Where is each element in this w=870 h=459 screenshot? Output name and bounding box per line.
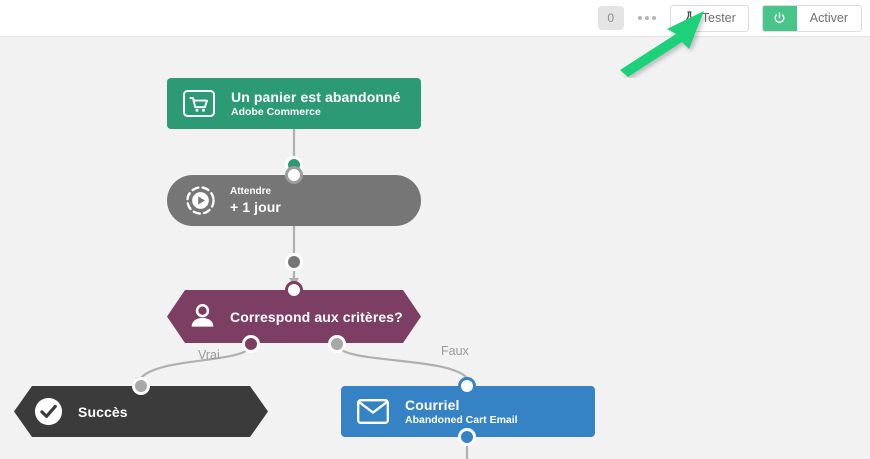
node-email-title: Courriel bbox=[405, 397, 460, 413]
power-icon[interactable] bbox=[762, 5, 797, 31]
ellipsis-icon[interactable] bbox=[634, 6, 660, 30]
toolbar: 0 Tester Activer bbox=[0, 0, 870, 37]
envelope-icon bbox=[357, 399, 389, 424]
count-badge: 0 bbox=[597, 6, 624, 30]
node-condition-title: Correspond aux critères? bbox=[230, 308, 403, 325]
node-email-subtitle: Abandoned Cart Email bbox=[405, 414, 518, 426]
node-success-title: Succès bbox=[78, 403, 128, 420]
activate-button-label: Activer bbox=[809, 11, 848, 25]
port-email-out[interactable] bbox=[458, 428, 476, 446]
clock-play-icon bbox=[185, 185, 216, 216]
node-success-text: Succès bbox=[78, 404, 128, 420]
node-email-text: Courriel Abandoned Cart Email bbox=[405, 397, 518, 426]
branch-label-true: Vrai bbox=[198, 348, 220, 362]
node-trigger-subtitle: Adobe Commerce bbox=[231, 106, 321, 118]
activate-button[interactable]: Activer bbox=[797, 6, 861, 31]
branch-label-false: Faux bbox=[441, 344, 469, 358]
node-wait-title: + 1 jour bbox=[230, 199, 281, 215]
shopping-cart-screen-icon bbox=[183, 90, 215, 117]
node-trigger[interactable]: Un panier est abandonné Adobe Commerce bbox=[167, 78, 421, 129]
test-button-label: Tester bbox=[701, 11, 736, 25]
port-condition-out-true[interactable] bbox=[242, 335, 260, 353]
flask-icon bbox=[683, 10, 696, 26]
port-email-in[interactable] bbox=[458, 377, 476, 395]
port-condition-out-false[interactable] bbox=[328, 335, 346, 353]
node-trigger-text: Un panier est abandonné Adobe Commerce bbox=[231, 89, 401, 118]
node-trigger-title: Un panier est abandonné bbox=[231, 89, 401, 105]
check-circle-icon bbox=[33, 396, 64, 427]
node-condition-text: Correspond aux critères? bbox=[230, 309, 403, 325]
node-wait-text: Attendre + 1 jour bbox=[230, 186, 281, 215]
workflow-canvas[interactable]: Vrai Faux Un panier est abandonné Adobe … bbox=[0, 38, 870, 459]
port-wait-in[interactable] bbox=[285, 166, 303, 184]
port-success-in[interactable] bbox=[132, 377, 150, 395]
node-wait-subtitle: Attendre bbox=[230, 186, 272, 197]
test-button[interactable]: Tester bbox=[669, 4, 749, 32]
person-icon bbox=[187, 301, 218, 332]
activate-button-group: Activer bbox=[761, 4, 862, 32]
port-wait-out[interactable] bbox=[285, 253, 303, 271]
port-condition-in[interactable] bbox=[285, 281, 303, 299]
